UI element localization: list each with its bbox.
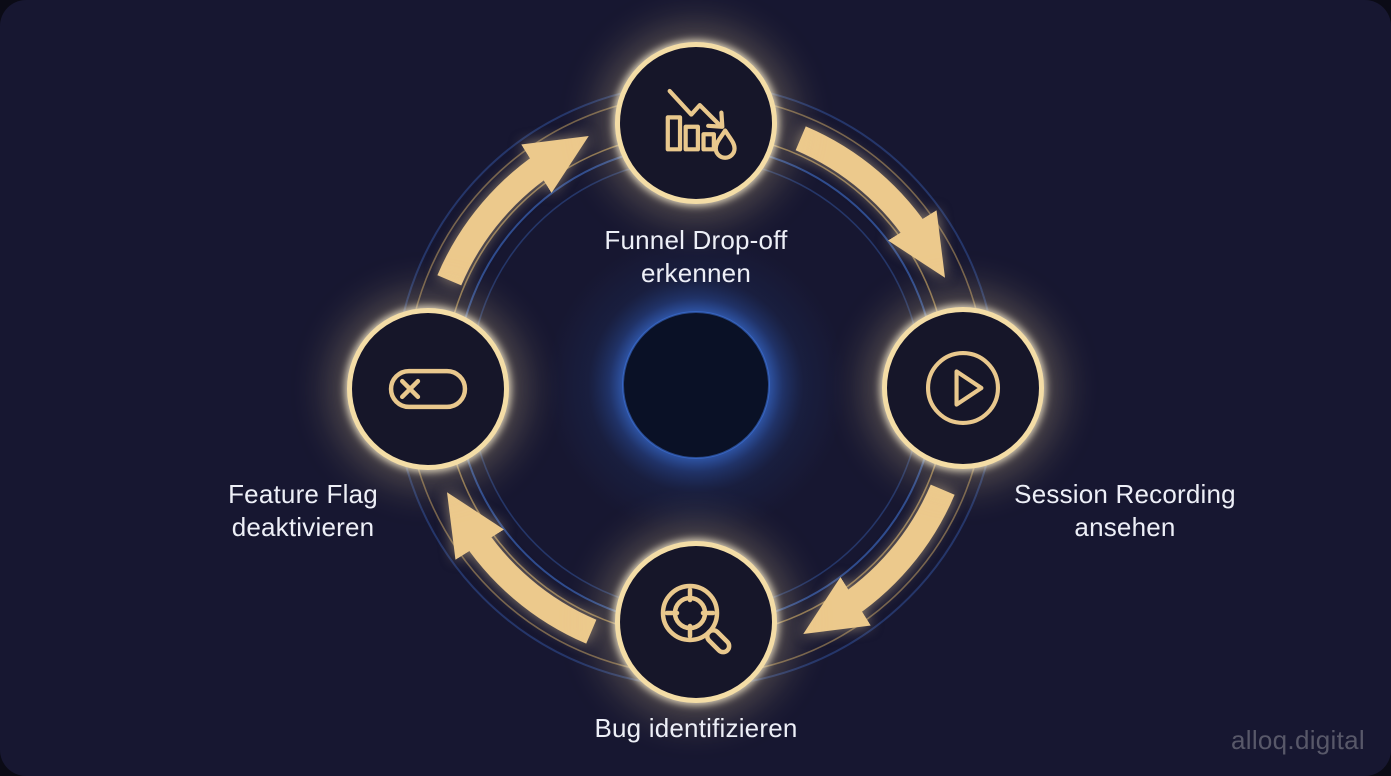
arrow-bottom-to-left: [469, 527, 592, 632]
play-icon: [925, 350, 1001, 426]
bug-search-icon: [660, 583, 732, 655]
label-bug-identify: Bug identifizieren: [496, 712, 896, 745]
center-glow-circle: [546, 235, 846, 535]
label-line: Feature Flag: [228, 479, 378, 509]
node-funnel-dropoff: [615, 42, 777, 204]
label-funnel-dropoff: Funnel Drop-off erkennen: [496, 224, 896, 290]
label-line: deaktivieren: [231, 512, 375, 542]
label-line: Session Recording: [1014, 479, 1236, 509]
node-session-recording: [882, 307, 1044, 469]
node-feature-flag: [347, 308, 509, 470]
label-session-recording: Session Recording ansehen: [945, 478, 1305, 544]
node-bug-identify: [615, 541, 777, 703]
label-line: Bug identifizieren: [594, 713, 798, 743]
label-feature-flag: Feature Flag deaktivieren: [123, 478, 483, 544]
arrow-right-to-bottom: [838, 490, 943, 613]
funnel-dropoff-chart-icon: [665, 88, 737, 160]
label-line: erkennen: [640, 258, 752, 288]
cycle-arrows: [449, 126, 946, 632]
watermark-alloq-digital: alloq.digital: [1231, 725, 1365, 755]
label-line: ansehen: [1074, 512, 1176, 542]
label-line: Funnel Drop-off: [604, 225, 788, 255]
toggle-off-icon: [388, 368, 468, 410]
arrow-top-to-right: [795, 126, 946, 278]
